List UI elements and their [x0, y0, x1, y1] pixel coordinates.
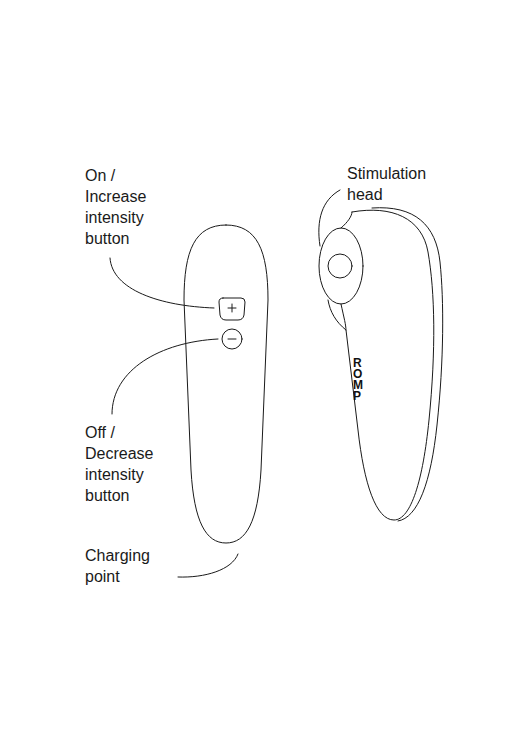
callout-label: Charging point	[85, 545, 167, 587]
device-side-body	[328, 210, 434, 520]
callout-label: Stimulation head	[347, 163, 447, 205]
stimulation-head-rim	[341, 212, 352, 228]
stimulation-head-rim	[341, 304, 346, 330]
increase-button	[219, 298, 245, 320]
stimulation-head	[319, 228, 363, 304]
device-side-back-edge	[372, 208, 443, 521]
stimulation-opening	[328, 254, 352, 278]
device-front-body	[184, 225, 268, 543]
callout-label: Off / Decrease intensity button	[85, 422, 167, 506]
decrease-button	[222, 329, 242, 349]
minus-symbol	[228, 339, 236, 340]
leader-line	[110, 258, 214, 308]
brand-logo: ROMP	[353, 358, 367, 402]
leader-line	[319, 190, 340, 246]
callout-label: On / Increase intensity button	[85, 165, 167, 249]
leader-line	[112, 339, 218, 414]
leader-line	[178, 554, 238, 577]
plus-symbol	[232, 304, 233, 312]
